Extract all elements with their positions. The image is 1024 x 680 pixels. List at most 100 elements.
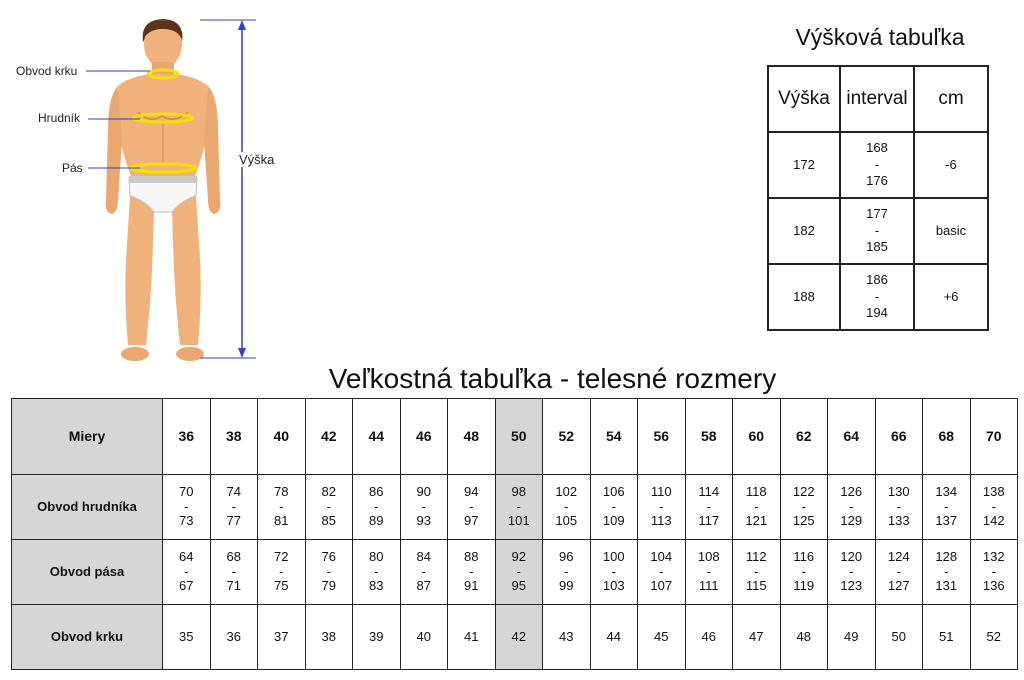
row-label: Obvod krku <box>11 604 163 670</box>
size-value-cell: 47 <box>732 604 781 670</box>
size-header-cell: 48 <box>447 398 496 475</box>
size-value-cell: 100-103 <box>589 539 638 605</box>
size-header-cell: 62 <box>779 398 828 475</box>
size-value-cell: 128-131 <box>922 539 971 605</box>
size-header-cell: 42 <box>304 398 353 475</box>
cm-value: +6 <box>913 263 989 331</box>
size-value-cell: 118-121 <box>732 474 781 540</box>
size-value-cell: 39 <box>352 604 401 670</box>
size-header-cell: 68 <box>922 398 971 475</box>
size-value-cell: 72-75 <box>257 539 306 605</box>
size-value-cell: 92-95 <box>494 539 543 605</box>
size-value-cell: 116-119 <box>779 539 828 605</box>
size-header-cell: 40 <box>257 398 306 475</box>
size-value-cell: 51 <box>922 604 971 670</box>
size-value-cell: 46 <box>684 604 733 670</box>
size-table-title: Veľkostná tabuľka - telesné rozmery <box>328 363 777 394</box>
size-header-cell: 50 <box>494 398 543 475</box>
height-row: 188 186-194 +6 <box>767 263 989 331</box>
size-value-cell: 96-99 <box>542 539 591 605</box>
size-value-cell: 41 <box>447 604 496 670</box>
size-value-cell: 108-111 <box>684 539 733 605</box>
size-header-cell: 58 <box>684 398 733 475</box>
size-value-cell: 94-97 <box>447 474 496 540</box>
size-value-cell: 120-123 <box>827 539 876 605</box>
interval-value: 168-176 <box>839 131 915 199</box>
header-measures: Miery <box>11 398 163 475</box>
size-value-cell: 134-137 <box>922 474 971 540</box>
size-value-cell: 126-129 <box>827 474 876 540</box>
size-value-cell: 114-117 <box>684 474 733 540</box>
size-value-cell: 80-83 <box>352 539 401 605</box>
size-value-cell: 68-71 <box>209 539 258 605</box>
size-header-cell: 46 <box>399 398 448 475</box>
height-row: 172 168-176 -6 <box>767 131 989 199</box>
size-value-cell: 106-109 <box>589 474 638 540</box>
waist-label: Pás <box>62 161 83 175</box>
header-cm: cm <box>913 65 989 133</box>
size-value-cell: 74-77 <box>209 474 258 540</box>
size-header-cell: 44 <box>352 398 401 475</box>
size-value-cell: 130-133 <box>874 474 923 540</box>
size-value-cell: 38 <box>304 604 353 670</box>
size-value-cell: 36 <box>209 604 258 670</box>
size-value-cell: 40 <box>399 604 448 670</box>
size-value-cell: 45 <box>637 604 686 670</box>
height-table-title: Výšková tabuľka <box>795 24 965 50</box>
size-value-cell: 132-136 <box>969 539 1018 605</box>
size-value-cell: 37 <box>257 604 306 670</box>
size-value-cell: 78-81 <box>257 474 306 540</box>
height-table: Výška interval cm 172 168-176 -6 182 177… <box>767 65 989 331</box>
size-header-cell: 64 <box>827 398 876 475</box>
size-value-cell: 112-115 <box>732 539 781 605</box>
size-header-cell: 54 <box>589 398 638 475</box>
size-value-cell: 86-89 <box>352 474 401 540</box>
size-value-cell: 90-93 <box>399 474 448 540</box>
chest-label: Hrudník <box>38 111 81 125</box>
size-value-cell: 64-67 <box>162 539 211 605</box>
size-value-cell: 43 <box>542 604 591 670</box>
cm-value: -6 <box>913 131 989 199</box>
height-label: Výška <box>238 152 276 167</box>
header-interval: interval <box>839 65 915 133</box>
row-label: Obvod pása <box>11 539 163 605</box>
interval-value: 177-185 <box>839 197 915 265</box>
size-value-cell: 82-85 <box>304 474 353 540</box>
interval-value: 186-194 <box>839 263 915 331</box>
header-height: Výška <box>767 65 841 133</box>
size-value-cell: 124-127 <box>874 539 923 605</box>
size-header-cell: 56 <box>637 398 686 475</box>
row-label: Obvod hrudníka <box>11 474 163 540</box>
size-header-cell: 66 <box>874 398 923 475</box>
neck-label: Obvod krku <box>16 64 78 78</box>
size-value-cell: 50 <box>874 604 923 670</box>
size-value-cell: 76-79 <box>304 539 353 605</box>
size-value-cell: 49 <box>827 604 876 670</box>
height-value: 182 <box>767 197 841 265</box>
size-value-cell: 42 <box>494 604 543 670</box>
cm-value: basic <box>913 197 989 265</box>
size-value-cell: 44 <box>589 604 638 670</box>
size-header-cell: 52 <box>542 398 591 475</box>
size-value-cell: 35 <box>162 604 211 670</box>
height-value: 188 <box>767 263 841 331</box>
size-value-cell: 48 <box>779 604 828 670</box>
size-value-cell: 102-105 <box>542 474 591 540</box>
size-header-cell: 70 <box>969 398 1018 475</box>
size-header-cell: 36 <box>162 398 211 475</box>
size-value-cell: 104-107 <box>637 539 686 605</box>
size-value-cell: 52 <box>969 604 1018 670</box>
height-table-header: Výška interval cm <box>767 65 989 133</box>
size-value-cell: 84-87 <box>399 539 448 605</box>
height-row: 182 177-185 basic <box>767 197 989 265</box>
size-header-cell: 38 <box>209 398 258 475</box>
size-header-cell: 60 <box>732 398 781 475</box>
size-value-cell: 138-142 <box>969 474 1018 540</box>
size-value-cell: 98-101 <box>494 474 543 540</box>
man-figure-illustration <box>86 19 256 361</box>
size-value-cell: 70-73 <box>162 474 211 540</box>
body-measurement-figure: Obvod krku Hrudník Pás Výška <box>0 0 300 370</box>
